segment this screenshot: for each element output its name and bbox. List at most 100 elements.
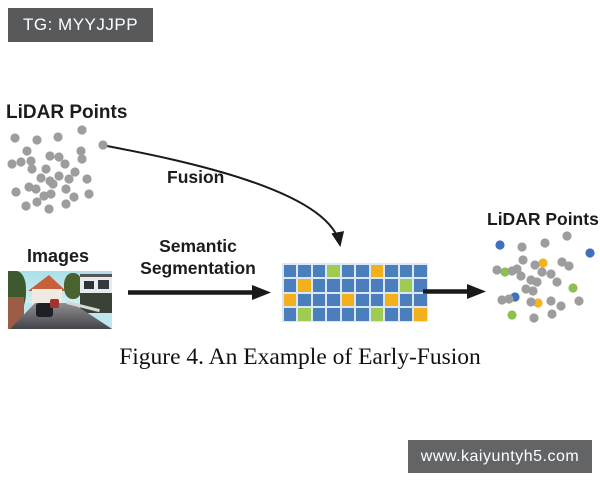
grid-cell (341, 308, 354, 321)
watermark-bottom-right-text: www.kaiyuntyh5.com (420, 447, 580, 465)
lidar-point (54, 171, 64, 181)
lidar-point (495, 240, 505, 250)
lidar-point (574, 296, 584, 306)
lidar-point (77, 125, 87, 135)
grid-cell (327, 264, 340, 277)
lidar-point (521, 284, 531, 294)
lidar-point (45, 176, 55, 186)
lidar-point (39, 191, 49, 201)
figure-caption: Figure 4. An Example of Early-Fusion (119, 344, 481, 370)
lidar-points-left-label: LiDAR Points (6, 102, 128, 123)
grid-cell (356, 279, 369, 292)
lidar-point (530, 260, 540, 270)
lidar-point (537, 267, 547, 277)
fusion-label: Fusion (167, 167, 225, 187)
grid-cell (327, 279, 340, 292)
grid-cell (370, 293, 383, 306)
lidar-point (70, 167, 80, 177)
grid-cell (283, 308, 296, 321)
lidar-point (500, 267, 510, 277)
semantic-segmentation-label: Semantic Segmentation (128, 235, 268, 279)
grid-cell (298, 279, 311, 292)
semantic-label-line1: Semantic (159, 236, 237, 256)
lidar-point (32, 197, 42, 207)
grid-cell (385, 279, 398, 292)
lidar-point (69, 192, 79, 202)
lidar-point (516, 271, 526, 281)
lidar-point (526, 297, 536, 307)
lidar-point (24, 182, 34, 192)
grid-cell (327, 293, 340, 306)
grid-cell (370, 308, 383, 321)
semantic-label-line2: Segmentation (140, 258, 256, 278)
lidar-point (517, 242, 527, 252)
lidar-point (60, 159, 70, 169)
lidar-point (507, 266, 517, 276)
photo-window (84, 281, 94, 289)
fused-feature-grid (282, 263, 428, 322)
grid-cell (298, 293, 311, 306)
lidar-point (64, 174, 74, 184)
segmentation-arrow (128, 285, 271, 300)
grid-cell (327, 308, 340, 321)
lidar-point (84, 189, 94, 199)
lidar-point (26, 156, 36, 166)
lidar-point (497, 295, 507, 305)
lidar-point (45, 151, 55, 161)
lidar-point (492, 265, 502, 275)
lidar-point (547, 309, 557, 319)
lidar-point (546, 296, 556, 306)
lidar-point (32, 135, 42, 145)
lidar-point (61, 184, 71, 194)
lidar-point (36, 173, 46, 183)
grid-cell (385, 293, 398, 306)
street-scene-image (8, 271, 112, 329)
grid-cell (370, 264, 383, 277)
grid-cell (312, 308, 325, 321)
grid-cell (283, 279, 296, 292)
grid-cell (399, 279, 412, 292)
lidar-point (48, 179, 58, 189)
lidar-point (507, 310, 517, 320)
lidar-point (552, 277, 562, 287)
grid-cell (385, 264, 398, 277)
lidar-point (526, 275, 536, 285)
lidar-point (540, 238, 550, 248)
lidar-point-cloud-right (492, 231, 595, 323)
grid-cell (298, 308, 311, 321)
lidar-point (31, 184, 41, 194)
lidar-point (528, 286, 538, 296)
lidar-point (585, 248, 595, 258)
grid-cell (399, 308, 412, 321)
grid-cell (341, 293, 354, 306)
grid-cell (312, 279, 325, 292)
photo-tree-center (64, 273, 82, 299)
grid-cell (341, 264, 354, 277)
lidar-point (61, 199, 71, 209)
lidar-point (538, 258, 548, 268)
grid-cell (385, 308, 398, 321)
photo-car-dark (36, 303, 53, 317)
grid-cell (298, 264, 311, 277)
grid-cell (370, 279, 383, 292)
grid-cell (356, 293, 369, 306)
grid-cell (414, 308, 427, 321)
lidar-point (53, 132, 63, 142)
grid-cell (414, 279, 427, 292)
grid-cell (399, 264, 412, 277)
lidar-point (533, 298, 543, 308)
lidar-point (10, 133, 20, 143)
lidar-point (77, 154, 87, 164)
grid-cell (312, 293, 325, 306)
lidar-point (46, 189, 56, 199)
grid-cell (399, 293, 412, 306)
grid-cell (414, 264, 427, 277)
lidar-point (546, 269, 556, 279)
lidar-point (568, 283, 578, 293)
lidar-point-cloud-left (7, 125, 108, 214)
lidar-point (41, 164, 51, 174)
lidar-point (556, 301, 566, 311)
lidar-points-right-label: LiDAR Points (487, 209, 599, 229)
